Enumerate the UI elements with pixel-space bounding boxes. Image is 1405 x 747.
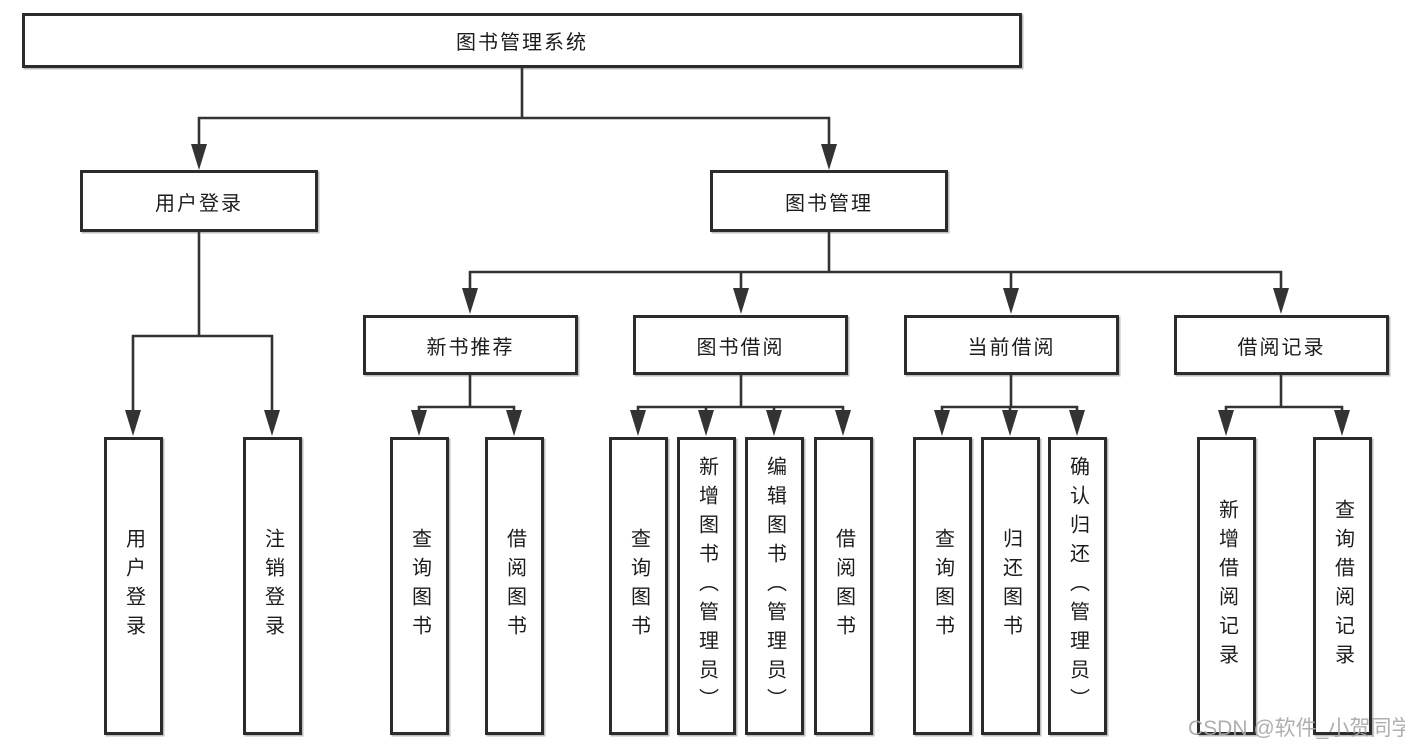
leaf-add-borrow-record: 新增借阅记录 [1197, 437, 1256, 735]
leaf-edit-books-admin: 编辑图书（管理员） [745, 437, 804, 735]
leaf-borrow-books-recommend: 借阅图书 [485, 437, 544, 735]
node-user-login: 用户登录 [80, 170, 318, 232]
node-book-borrowing: 图书借阅 [633, 315, 848, 375]
csdn-watermark: CSDN @软件_小贺同学 [1188, 717, 1405, 740]
leaf-query-books-borrowing: 查询图书 [609, 437, 668, 735]
leaf-logout: 注销登录 [243, 437, 302, 735]
node-book-management: 图书管理 [710, 170, 948, 232]
leaf-borrow-books: 借阅图书 [814, 437, 873, 735]
leaf-query-borrow-record: 查询借阅记录 [1313, 437, 1372, 735]
node-borrow-records: 借阅记录 [1174, 315, 1389, 375]
leaf-return-books: 归还图书 [981, 437, 1040, 735]
node-new-book-recommend: 新书推荐 [363, 315, 578, 375]
leaf-query-books-current: 查询图书 [913, 437, 972, 735]
leaf-confirm-return-admin: 确认归还（管理员） [1048, 437, 1107, 735]
node-root-library-system: 图书管理系统 [22, 13, 1022, 68]
node-current-borrowing: 当前借阅 [904, 315, 1119, 375]
leaf-query-books-recommend: 查询图书 [390, 437, 449, 735]
leaf-user-login: 用户登录 [104, 437, 163, 735]
leaf-add-books-admin: 新增图书（管理员） [677, 437, 736, 735]
